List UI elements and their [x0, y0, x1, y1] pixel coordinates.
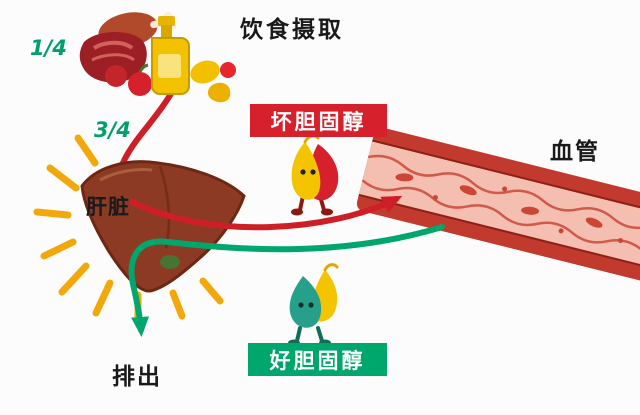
- blood-vessel-label: 血管: [550, 139, 600, 165]
- liver-label: 肝脏: [86, 195, 130, 219]
- good-cholesterol-character-icon: [288, 263, 339, 347]
- food-icon: [79, 12, 236, 103]
- bad-cholesterol-character-icon: [291, 134, 339, 216]
- diet-intake-label: 饮食摄取: [240, 17, 344, 43]
- blood-vessel-icon: [356, 127, 640, 283]
- liver-icon: [80, 160, 246, 293]
- good-cholesterol-badge: 好胆固醇: [248, 343, 387, 376]
- three-quarters-label: 3/4: [94, 118, 131, 142]
- one-quarter-label: 1/4: [30, 36, 67, 60]
- excretion-label: 排出: [112, 364, 162, 390]
- red-arrow-liver-to-vessel: [129, 195, 403, 231]
- green-arrow-vessel-to-excretion: [128, 224, 445, 337]
- bad-cholesterol-badge: 坏胆固醇: [250, 104, 387, 137]
